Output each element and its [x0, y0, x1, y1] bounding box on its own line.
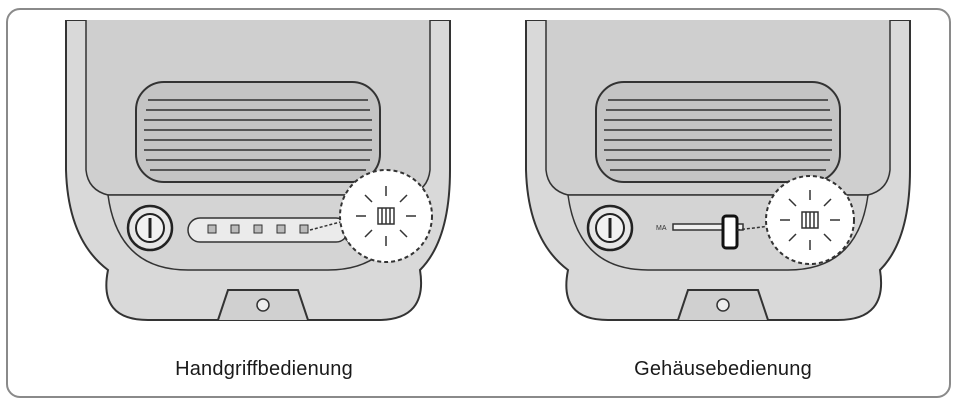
handle-control-illustration — [48, 20, 468, 335]
caption-housing-control: Gehäusebedienung — [634, 358, 812, 380]
illustration-frame: MA Handgrif — [6, 8, 951, 398]
switch-mark-label: MA — [656, 225, 667, 232]
vent-housing — [595, 81, 841, 183]
slide-knob — [721, 214, 739, 250]
vent-grille — [604, 99, 832, 171]
slide-track — [672, 223, 744, 231]
filter-indicator-icon — [377, 207, 395, 225]
glow-rays — [780, 190, 840, 250]
housing-control-illustration: MA — [508, 20, 928, 335]
glow-rays — [356, 186, 416, 246]
vent-housing — [135, 81, 381, 183]
caption-handle-control: Handgriffbedienung — [175, 358, 353, 380]
vent-grille — [144, 99, 372, 171]
filter-indicator-icon — [801, 211, 819, 229]
control-buttons — [207, 224, 309, 234]
